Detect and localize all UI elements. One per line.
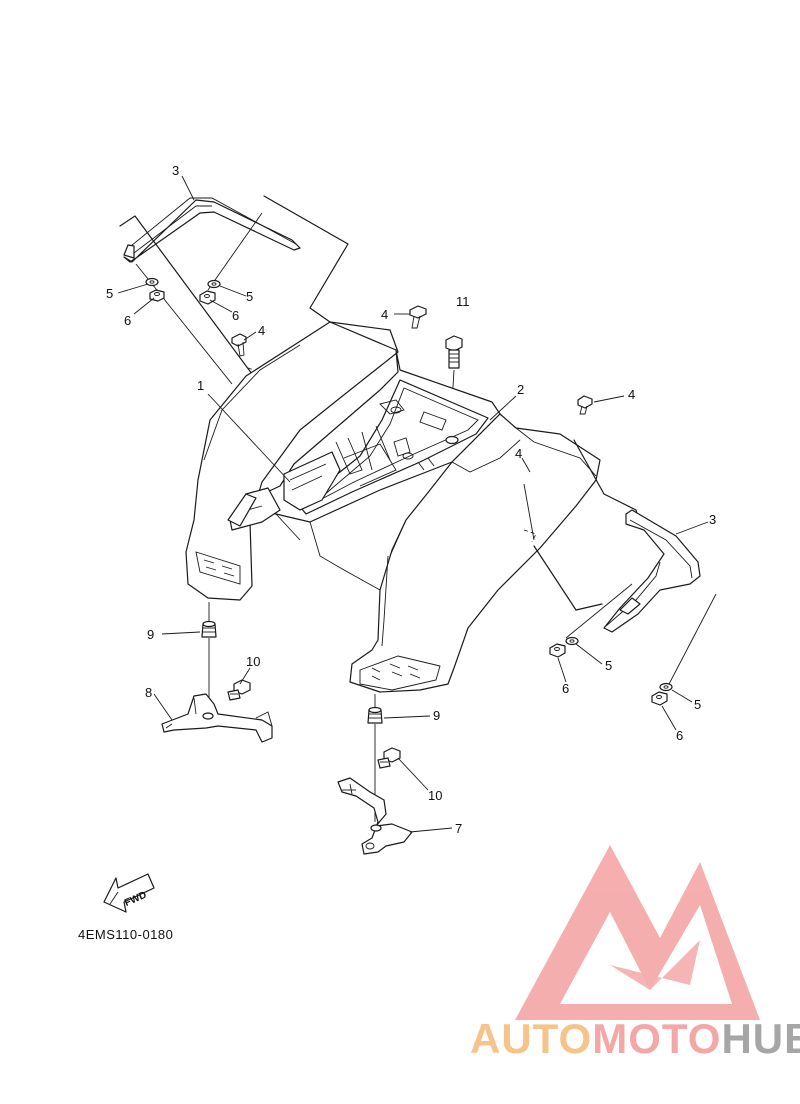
bolt-4-left	[231, 333, 247, 357]
bolt-4-top	[409, 305, 427, 329]
callout-3-left: 3	[172, 163, 179, 178]
callout-2: 2	[517, 382, 524, 397]
callout-5-b: 5	[246, 289, 253, 304]
callout-4-d: 4	[515, 446, 522, 461]
part-3-right-guard	[603, 509, 701, 633]
callout-5-a: 5	[106, 286, 113, 301]
part-3-left-guard	[123, 197, 301, 263]
callout-7: 7	[455, 821, 462, 836]
grommet-9-left	[201, 602, 217, 712]
watermark-logo	[515, 845, 760, 1020]
drawing-code: 4EMS110-0180	[78, 927, 174, 942]
callout-10-a: 10	[246, 654, 260, 669]
callout-10-b: 10	[428, 788, 442, 803]
callout-leaders	[117, 175, 709, 833]
fwd-arrow-icon: FWD	[103, 873, 155, 913]
callout-numbers: 3 5 6 5 6 4 4 11 1 2 4 4 3 5 6 5 6 9 9 1…	[106, 163, 716, 836]
callout-4-b: 4	[381, 307, 388, 322]
rear-fender-main	[185, 321, 601, 693]
callout-6-d: 6	[676, 728, 683, 743]
callout-11: 11	[456, 294, 470, 309]
bolt-11	[445, 335, 463, 439]
bolt-10-right	[377, 747, 401, 769]
callout-6-a: 6	[124, 313, 131, 328]
bracket-8	[161, 693, 273, 743]
callout-4-a: 4	[258, 323, 265, 338]
callout-8: 8	[145, 685, 152, 700]
washer-nut-right-b	[651, 682, 673, 706]
watermark-moto: MOTO	[592, 1015, 722, 1062]
callout-9-b: 9	[433, 708, 440, 723]
watermark-text: AUTOMOTOHUB	[470, 1016, 800, 1062]
callout-3-right: 3	[709, 512, 716, 527]
callout-5-c: 5	[605, 658, 612, 673]
callout-6-c: 6	[562, 681, 569, 696]
bolt-4-right-top	[577, 395, 593, 415]
callout-6-b: 6	[232, 308, 239, 323]
callout-1: 1	[197, 378, 204, 393]
watermark-hub: HUB	[721, 1015, 800, 1062]
watermark-auto: AUTO	[470, 1015, 593, 1062]
washer-nut-right-a	[549, 636, 579, 658]
callout-5-d: 5	[694, 697, 701, 712]
bolt-10-left	[227, 679, 251, 701]
bracket-7	[337, 777, 413, 855]
callout-4-c: 4	[628, 387, 635, 402]
callout-9-a: 9	[147, 627, 154, 642]
assembly-lines-right	[523, 439, 717, 687]
washer-nut-left-a	[145, 277, 165, 302]
